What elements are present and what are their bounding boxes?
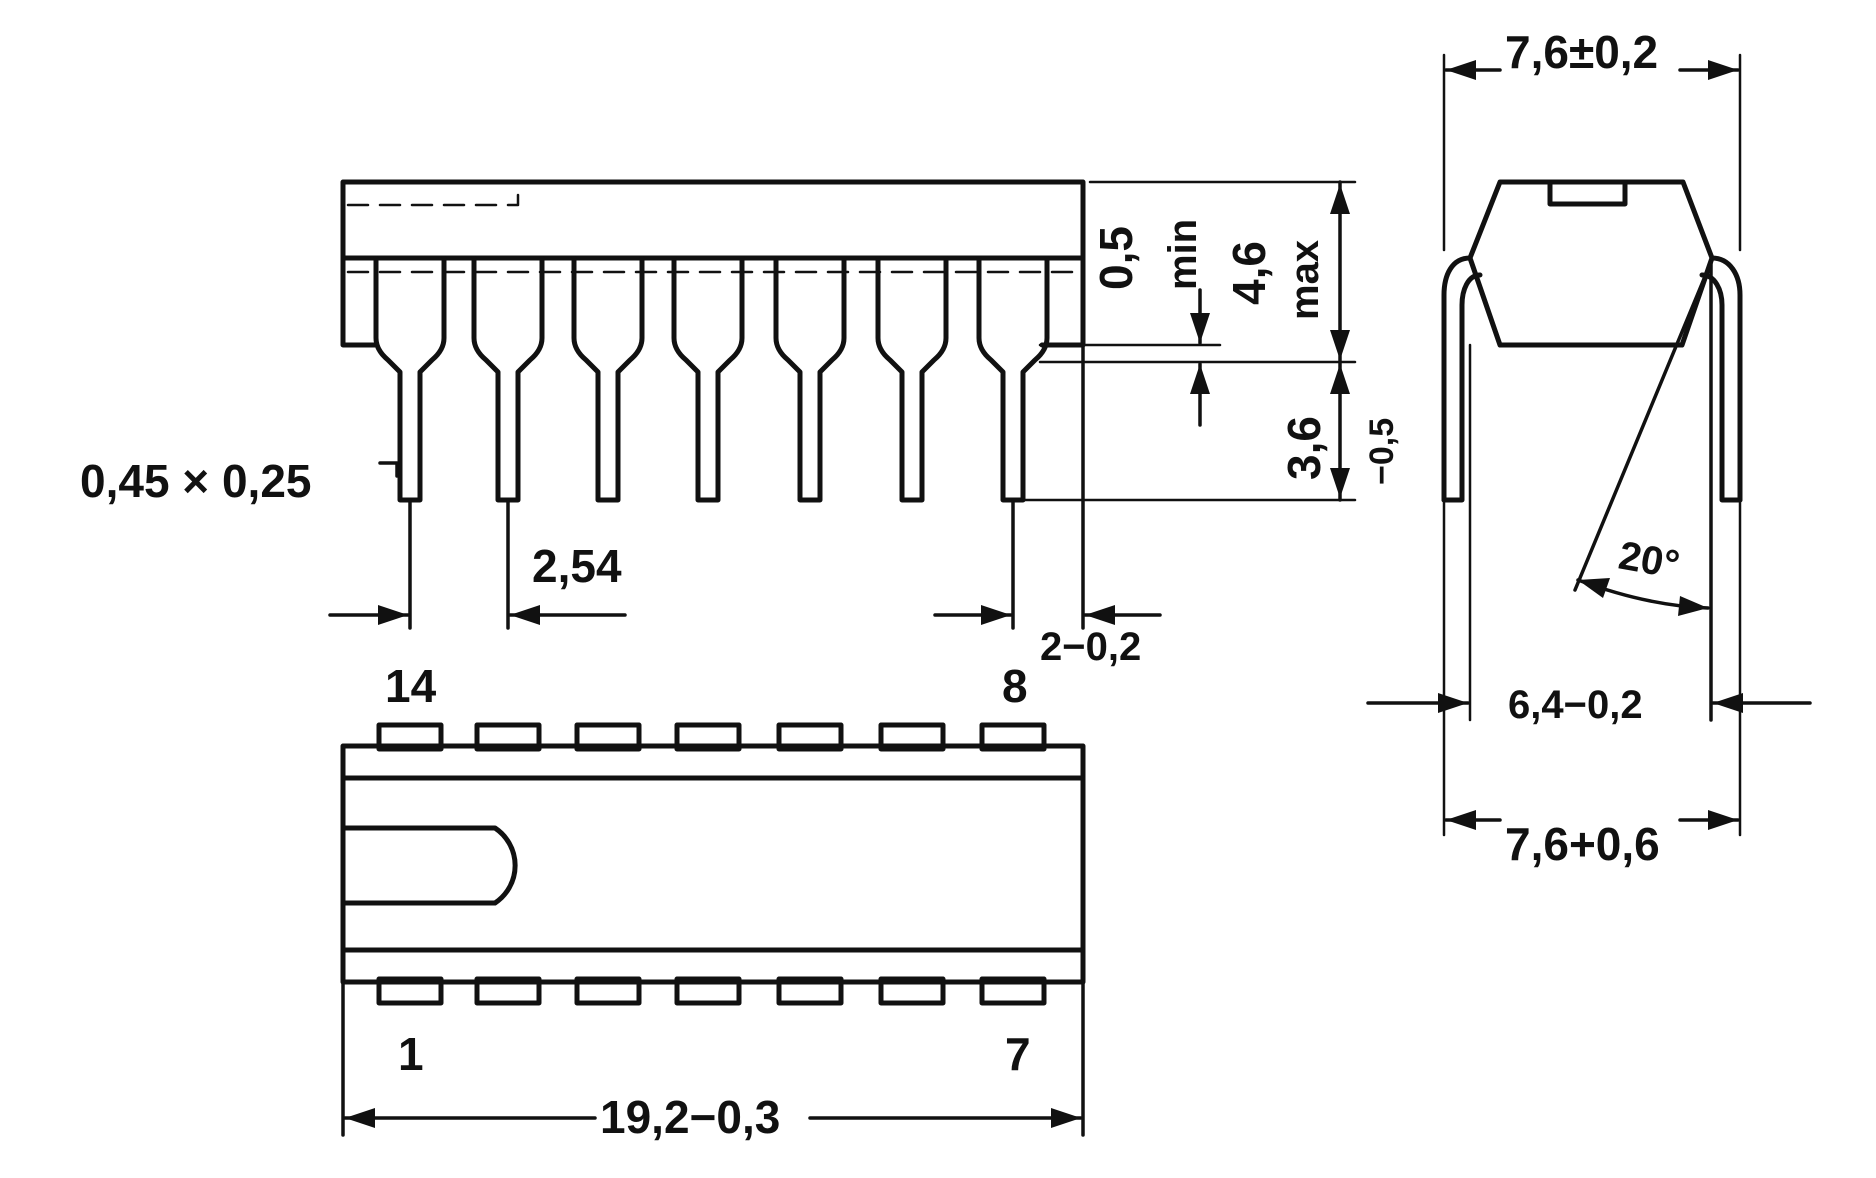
top-pin-row-upper	[376, 722, 1047, 752]
side-body-left-edge	[340, 255, 378, 348]
width-bottom-arrowhead-right	[1708, 810, 1738, 830]
top-pin-upper-14	[376, 722, 444, 752]
top-pin-upper-9	[878, 722, 946, 752]
top-pin-upper-13	[474, 722, 542, 752]
end-lead-left-inner	[1441, 272, 1483, 503]
top-pin-upper-11	[674, 722, 742, 752]
top-pin-lower-1	[376, 976, 444, 1006]
lead-length-arrowhead-bottom	[1330, 468, 1350, 498]
pin-1-label: 1	[398, 1028, 424, 1080]
end-lead-vertical-ref	[1573, 260, 1713, 592]
top-pin-lower-5	[776, 976, 844, 1006]
top-pin-row-lower	[376, 976, 1047, 1006]
top-pin-upper-8	[979, 722, 1047, 752]
top-pin-lower-6	[878, 976, 946, 1006]
width-leads-label: 7,6+0,6	[1505, 818, 1660, 870]
angle-arrow-right	[1678, 596, 1708, 616]
body-width-arrowhead-left	[1438, 693, 1468, 713]
pin-14-label: 14	[385, 660, 437, 712]
end-lead-left-outer	[1441, 255, 1473, 503]
side-pin-7	[976, 255, 1050, 503]
end-lead-right-outer	[1709, 255, 1743, 503]
pitch-arrowhead-left	[378, 605, 408, 625]
side-pin-6	[875, 255, 949, 503]
side-view	[340, 179, 1086, 503]
lead-tolerance-label: −0,5	[1363, 418, 1401, 485]
min-word-label: min	[1161, 219, 1205, 290]
length-label: 19,2−0,3	[600, 1091, 780, 1143]
lead-size-label: 0,45 × 0,25	[80, 455, 311, 507]
body-width-label: 6,4−0,2	[1508, 683, 1643, 727]
dimension-labels: 0,45 × 0,25 2,54 2−0,2 14 8 1 7 19,2−0,3…	[80, 26, 1683, 1143]
body-width-arrowhead-right	[1713, 693, 1743, 713]
width-top-arrowhead-left	[1446, 60, 1476, 80]
side-body-notch-dashed	[346, 188, 520, 207]
width-bottom-arrowhead-left	[1446, 810, 1476, 830]
side-pin-5	[773, 255, 847, 503]
angle-arrow-left	[1578, 578, 1610, 598]
angle-label: 20°	[1615, 534, 1682, 588]
top-pin-upper-12	[574, 722, 642, 752]
end-view	[1441, 179, 1743, 722]
min-seat-arrowhead-bottom	[1190, 364, 1210, 394]
length-arrowhead-left	[345, 1108, 375, 1128]
top-view	[340, 722, 1086, 1006]
height-arrowhead-top	[1330, 184, 1350, 214]
pitch-label: 2,54	[532, 540, 622, 592]
lead-length-label: 3,6	[1278, 416, 1330, 480]
end-offset-label: 2−0,2	[1040, 625, 1141, 669]
top-pin-upper-10	[776, 722, 844, 752]
pin1-notch	[340, 825, 518, 906]
side-body-upper	[340, 179, 1086, 261]
end-lead-right-inner	[1699, 272, 1743, 503]
pin-8-label: 8	[1002, 660, 1028, 712]
side-pin-3	[571, 255, 645, 503]
side-pin-row	[373, 255, 1050, 503]
min-seat-arrowhead-top	[1190, 313, 1210, 343]
pin-7-label: 7	[1005, 1028, 1031, 1080]
width-top-arrowhead-right	[1708, 60, 1738, 80]
min-seat-label: 0,5	[1090, 226, 1142, 290]
side-pin-4	[671, 255, 745, 503]
end-body-top-notch	[1547, 179, 1628, 207]
pitch-arrowhead-right	[510, 605, 540, 625]
offset-arrowhead-left	[981, 605, 1011, 625]
body-height-label: 4,6	[1223, 241, 1275, 305]
top-body	[340, 743, 1086, 985]
dimension-lines	[328, 53, 1812, 1137]
height-arrowhead-bottom	[1330, 330, 1350, 360]
width-top-label: 7,6±0,2	[1505, 26, 1658, 78]
lead-length-arrowhead-top	[1330, 364, 1350, 394]
lead-size-leader	[378, 461, 399, 478]
max-word-label: max	[1283, 240, 1327, 320]
top-pin-lower-4	[674, 976, 742, 1006]
offset-arrowhead-right	[1085, 605, 1115, 625]
length-arrowhead-right	[1051, 1108, 1081, 1128]
side-pin-2	[471, 255, 545, 503]
top-pin-lower-3	[574, 976, 642, 1006]
top-pin-lower-7	[979, 976, 1047, 1006]
top-pin-lower-2	[474, 976, 542, 1006]
